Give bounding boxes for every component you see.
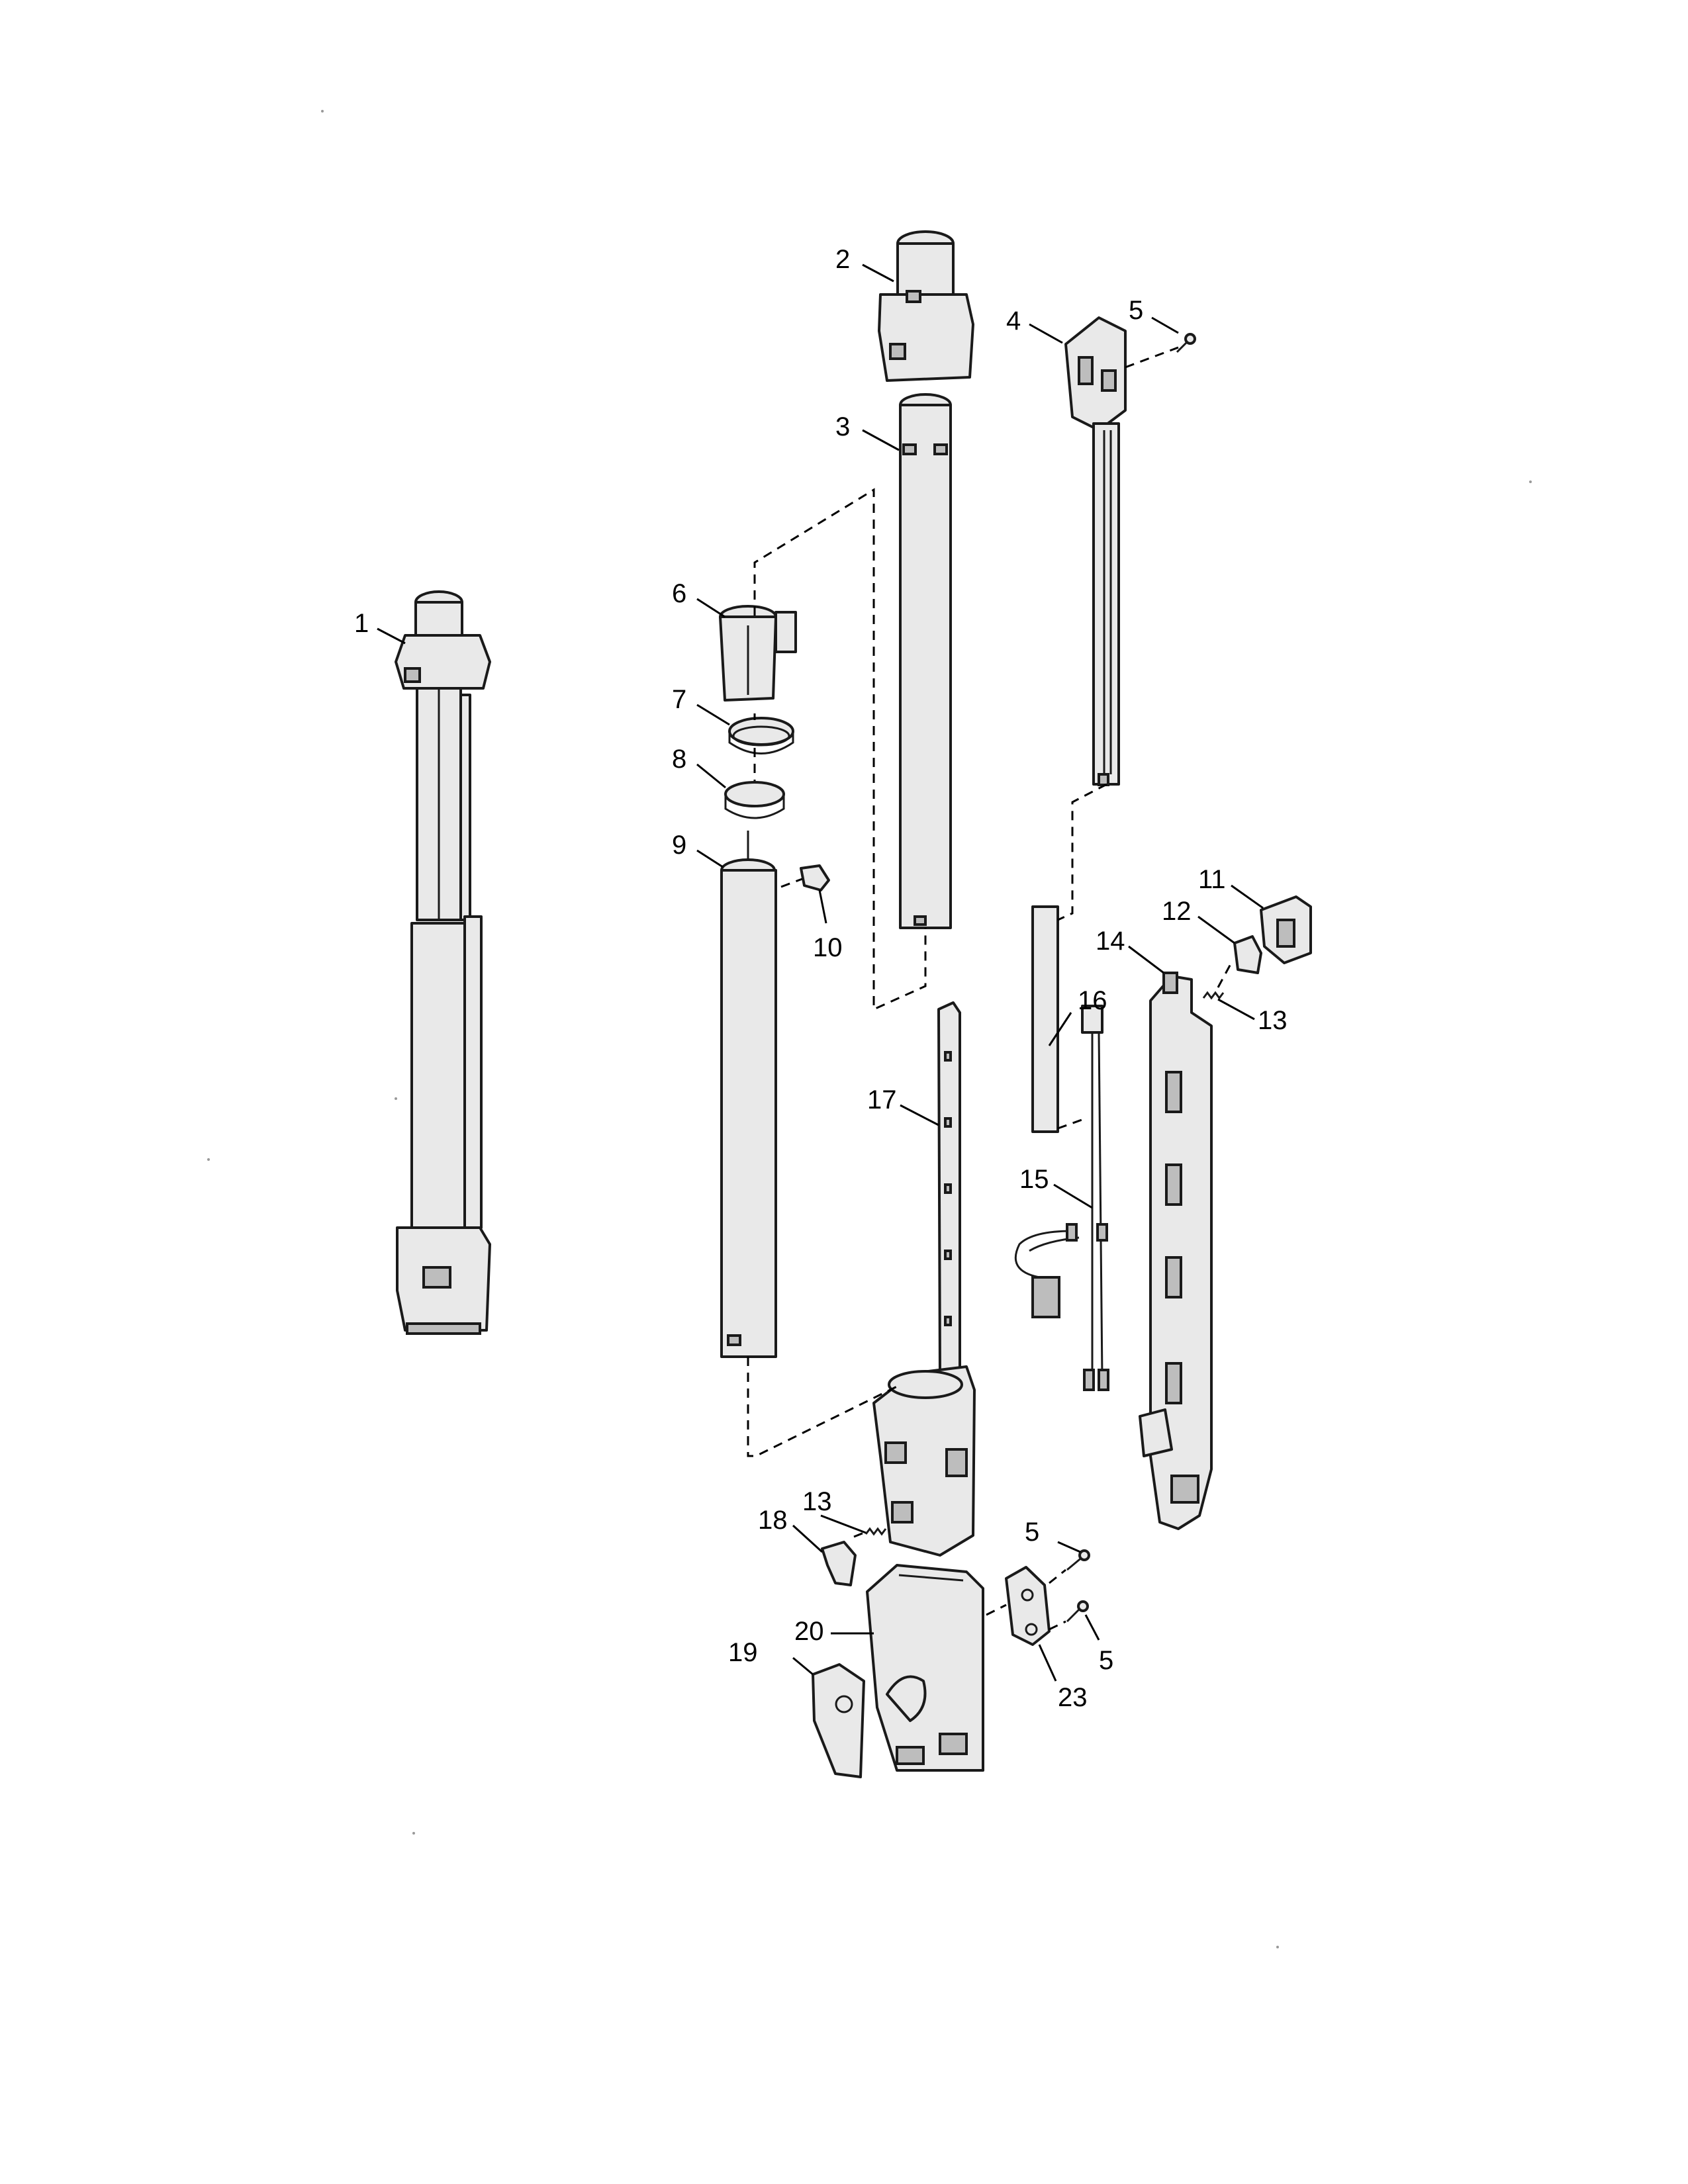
part-19-cover xyxy=(812,1663,865,1778)
part-13-spring-top xyxy=(1202,991,1225,1000)
part-2-cuff xyxy=(878,230,974,382)
scan-specks xyxy=(207,110,1532,1948)
callout-23: 23 xyxy=(1058,1683,1088,1712)
callout-12: 12 xyxy=(1162,897,1192,926)
part-16-strip xyxy=(1031,905,1059,1133)
part-17-inner-rail xyxy=(872,1001,976,1557)
callout-1: 1 xyxy=(354,609,369,638)
part-5-screw-low xyxy=(1066,1600,1089,1623)
callout-9: 9 xyxy=(672,831,686,860)
callout-6: 6 xyxy=(672,579,686,608)
part-3-upper-tube xyxy=(899,393,952,929)
callout-13-top: 13 xyxy=(1258,1006,1288,1035)
part-6-connector xyxy=(719,605,797,702)
part-15-wire-harness xyxy=(1014,1005,1109,1391)
callout-13-bottom: 13 xyxy=(802,1487,832,1516)
part-11-button-cap xyxy=(1260,895,1312,964)
part-7-ring xyxy=(728,717,794,754)
callout-18: 18 xyxy=(758,1506,788,1535)
assembly-dashed-lines xyxy=(747,346,1233,1631)
callout-7: 7 xyxy=(672,685,686,714)
callout-17: 17 xyxy=(867,1085,897,1115)
part-18-latch-clip xyxy=(821,1541,857,1586)
part-8-clip-ring xyxy=(724,781,785,819)
callout-4: 4 xyxy=(1006,306,1021,336)
callout-5-mid: 5 xyxy=(1025,1518,1039,1547)
part-12-button-slider xyxy=(1233,935,1262,974)
callout-leaders xyxy=(377,263,1264,1682)
callout-2: 2 xyxy=(835,245,850,274)
part-23-bracket xyxy=(1005,1566,1051,1646)
part-5-screw-top xyxy=(1176,333,1196,353)
callout-20: 20 xyxy=(794,1617,824,1646)
part-20-lower-housing xyxy=(866,1564,984,1772)
part-14-handle-housing xyxy=(1139,972,1213,1530)
callout-labels: 1 2 3 4 5 6 7 8 9 10 11 12 13 14 15 16 1… xyxy=(354,245,1288,1712)
part-9-lower-tube xyxy=(720,831,777,1358)
callout-19: 19 xyxy=(728,1638,758,1667)
part-13-spring-bottom xyxy=(865,1527,887,1536)
part-10-latch xyxy=(800,864,830,891)
part-4-handle-rail xyxy=(1064,316,1127,786)
callout-10: 10 xyxy=(813,933,843,962)
callout-15: 15 xyxy=(1019,1165,1049,1194)
callout-3: 3 xyxy=(835,412,850,441)
callout-8: 8 xyxy=(672,745,686,774)
callout-14: 14 xyxy=(1096,927,1125,956)
callout-5-top: 5 xyxy=(1129,296,1143,325)
callout-5-low: 5 xyxy=(1099,1646,1113,1675)
callout-11: 11 xyxy=(1198,865,1226,894)
part-5-screw-mid xyxy=(1066,1549,1090,1571)
part-1-wand-assembly xyxy=(395,590,491,1335)
callout-16: 16 xyxy=(1078,986,1107,1015)
